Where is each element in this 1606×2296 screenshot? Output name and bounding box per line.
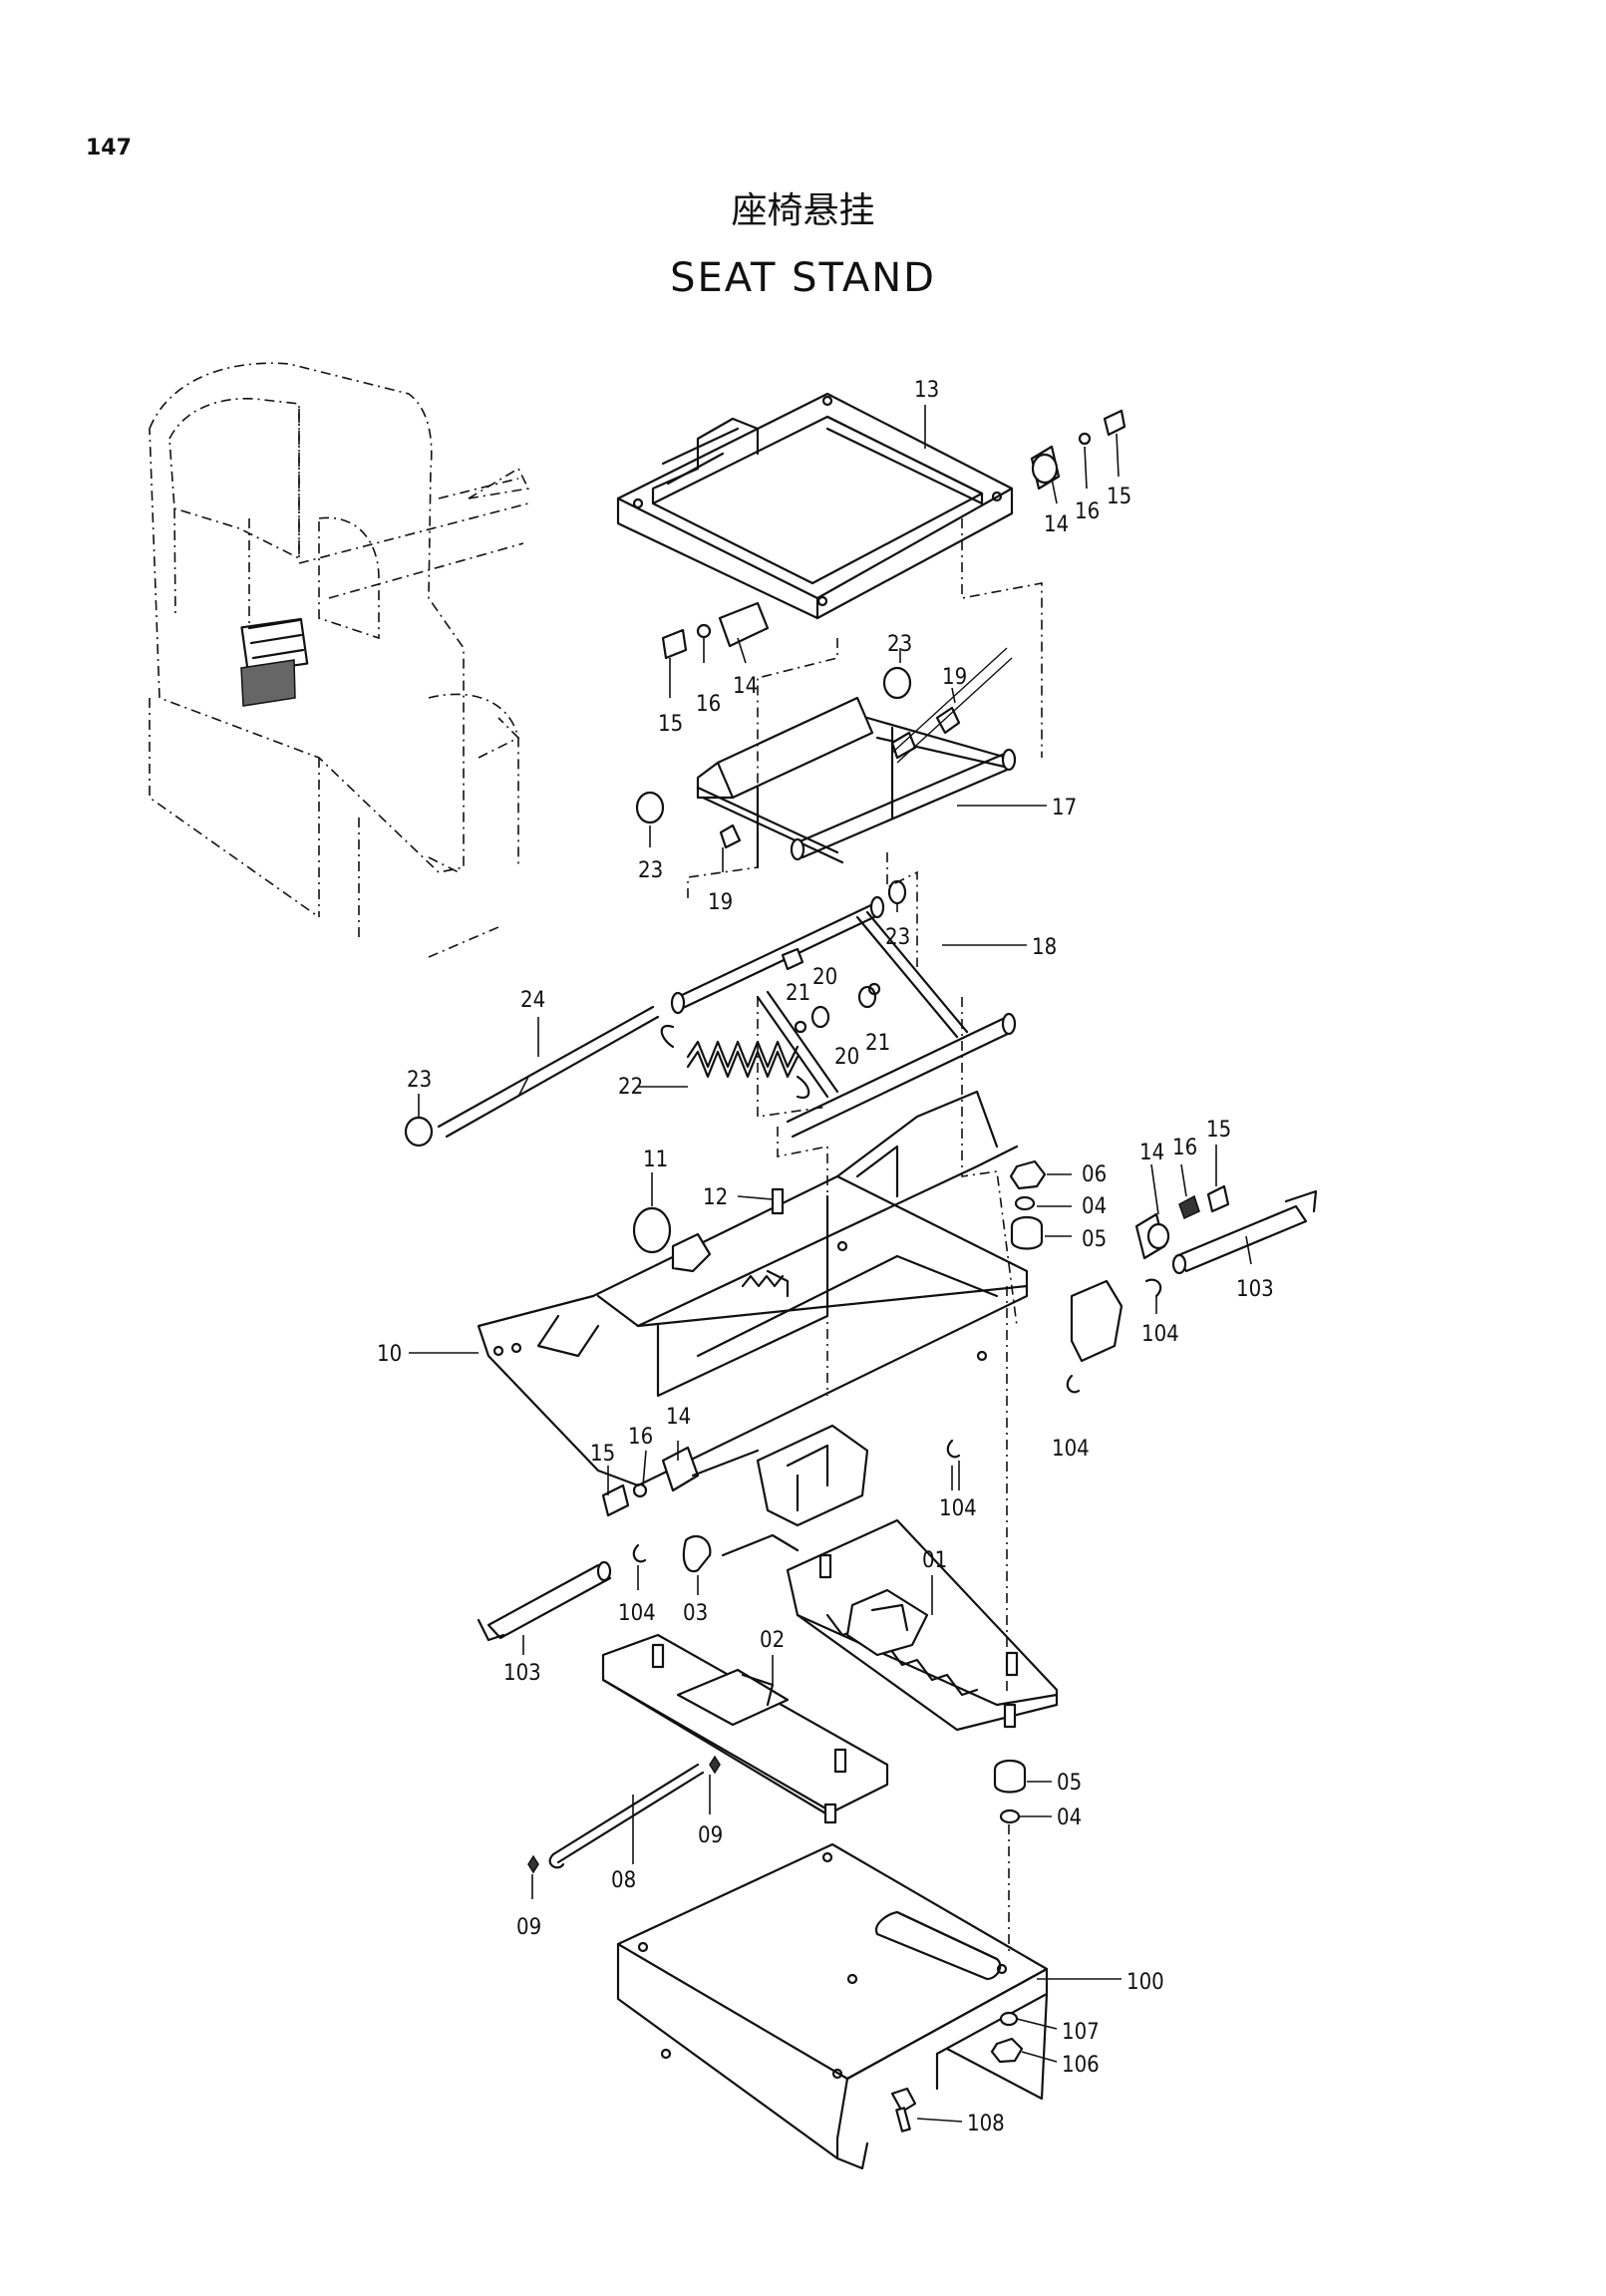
callout-13: 13 bbox=[914, 378, 939, 403]
callout-08: 08 bbox=[611, 1868, 636, 1893]
callout-100: 100 bbox=[1126, 1970, 1164, 1995]
callout-23: 23 bbox=[887, 632, 912, 657]
circlips-part-104 bbox=[632, 1374, 1081, 1563]
pin-part-12 bbox=[741, 1187, 785, 1288]
callout-05: 05 bbox=[1082, 1227, 1107, 1252]
part-callouts: 13 14 16 15 14 16 15 23 19 17 23 19 23 1… bbox=[377, 378, 1274, 2136]
callout-20: 20 bbox=[812, 965, 837, 990]
assembly-guide-lines bbox=[478, 518, 1043, 1954]
hinge-bracket-right bbox=[1134, 1184, 1318, 1298]
slider-bracket bbox=[756, 1279, 1124, 1527]
leader-lines bbox=[409, 405, 1252, 2123]
callout-19: 19 bbox=[942, 665, 967, 690]
callout-14: 14 bbox=[666, 1405, 691, 1430]
callout-17: 17 bbox=[1052, 796, 1077, 820]
callout-23: 23 bbox=[638, 858, 663, 883]
slide-rail-part-02 bbox=[601, 1633, 889, 1824]
pin-part-103-lower bbox=[477, 1560, 612, 1642]
excavator-cab-illustration bbox=[149, 362, 530, 958]
slide-rail-part-01 bbox=[721, 1518, 1059, 1732]
callout-16: 16 bbox=[1172, 1136, 1197, 1160]
callout-05: 05 bbox=[1057, 1771, 1082, 1796]
hinge-bracket-upper-right bbox=[1030, 409, 1126, 491]
callout-04: 04 bbox=[1082, 1194, 1107, 1219]
callout-04: 04 bbox=[1057, 1805, 1082, 1830]
callout-14: 14 bbox=[1044, 512, 1069, 537]
diagram-title-chinese: 座椅悬挂 bbox=[731, 190, 875, 231]
diagram-title-english: SEAT STAND bbox=[670, 255, 936, 301]
fasteners-part-106-107-108 bbox=[890, 2011, 1024, 2132]
rod-part-24 bbox=[404, 1005, 660, 1148]
hinge-bracket-upper-left bbox=[661, 601, 770, 660]
hinge-bracket-left bbox=[601, 1446, 760, 1517]
callout-09: 09 bbox=[698, 1823, 723, 1848]
lower-scissor-link-part-18 bbox=[670, 879, 1017, 1139]
seat-frame-part-13 bbox=[616, 392, 1014, 620]
callout-108: 108 bbox=[967, 2112, 1005, 2136]
callout-104: 104 bbox=[939, 1496, 977, 1521]
callout-106: 106 bbox=[1062, 2053, 1100, 2078]
cap-part-11 bbox=[632, 1206, 712, 1273]
callout-15: 15 bbox=[1107, 485, 1131, 509]
nut-washer-stack-lower bbox=[993, 1703, 1027, 1824]
seat-base-box-part-100 bbox=[616, 1842, 1049, 2170]
callout-107: 107 bbox=[1062, 2020, 1100, 2045]
callout-22: 22 bbox=[618, 1075, 643, 1100]
nut-washer-stack-upper bbox=[1009, 1159, 1047, 1250]
callout-15: 15 bbox=[658, 712, 683, 737]
callout-18: 18 bbox=[1032, 935, 1057, 960]
callout-23: 23 bbox=[885, 925, 910, 950]
callout-01: 01 bbox=[922, 1548, 947, 1573]
callout-02: 02 bbox=[760, 1628, 785, 1653]
callout-14: 14 bbox=[733, 674, 758, 699]
callout-104: 104 bbox=[618, 1601, 656, 1626]
spring-part-22 bbox=[660, 1024, 810, 1100]
callout-104: 104 bbox=[1052, 1437, 1090, 1462]
callout-16: 16 bbox=[1075, 499, 1100, 524]
callout-103: 103 bbox=[1236, 1277, 1274, 1302]
callout-23: 23 bbox=[407, 1068, 432, 1093]
callout-20: 20 bbox=[834, 1045, 859, 1070]
callout-21: 21 bbox=[865, 1031, 890, 1056]
callout-104: 104 bbox=[1141, 1322, 1179, 1347]
base-frame-part-10 bbox=[477, 1090, 1029, 1487]
callout-16: 16 bbox=[628, 1425, 653, 1450]
callout-09: 09 bbox=[516, 1915, 541, 1940]
callout-10: 10 bbox=[377, 1342, 402, 1367]
knob-part-03 bbox=[682, 1534, 712, 1573]
callout-21: 21 bbox=[786, 981, 810, 1006]
callout-11: 11 bbox=[643, 1148, 668, 1172]
callout-16: 16 bbox=[696, 692, 721, 717]
callout-15: 15 bbox=[1206, 1118, 1231, 1143]
callout-15: 15 bbox=[590, 1442, 615, 1467]
callout-24: 24 bbox=[520, 988, 545, 1013]
clips-part-09 bbox=[527, 1755, 721, 1874]
callout-12: 12 bbox=[703, 1185, 728, 1210]
page-number: 147 bbox=[86, 136, 132, 161]
callout-06: 06 bbox=[1082, 1162, 1107, 1187]
callout-19: 19 bbox=[708, 890, 733, 915]
callout-103: 103 bbox=[503, 1661, 541, 1686]
upper-scissor-link-part-17 bbox=[635, 666, 1017, 869]
callout-03: 03 bbox=[683, 1601, 708, 1626]
callout-14: 14 bbox=[1139, 1141, 1164, 1165]
wire-part-08 bbox=[548, 1763, 705, 1869]
